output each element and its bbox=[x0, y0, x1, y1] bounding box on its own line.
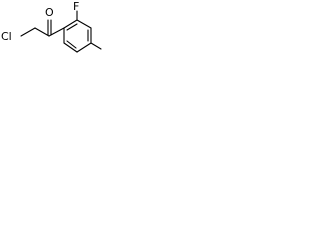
ring-bond-2 bbox=[76, 19, 92, 29]
ring-bond-4 bbox=[76, 42, 92, 53]
chemical-structure: F O Cl bbox=[1, 0, 102, 53]
methyl-bond bbox=[90, 42, 102, 50]
chlorine-label: Cl bbox=[1, 30, 12, 43]
ring-bond-5 bbox=[63, 42, 78, 53]
carbonyl-ch2-bond bbox=[34, 27, 50, 37]
ring-bond-1 bbox=[63, 19, 78, 29]
fluorine-label: F bbox=[73, 0, 79, 13]
ch2-cl-bond bbox=[20, 27, 36, 37]
benzene-ring bbox=[63, 19, 92, 53]
oxygen-label: O bbox=[45, 6, 54, 19]
ring-double-bond-c bbox=[66, 40, 77, 49]
ring-double-bond-a bbox=[66, 23, 78, 31]
